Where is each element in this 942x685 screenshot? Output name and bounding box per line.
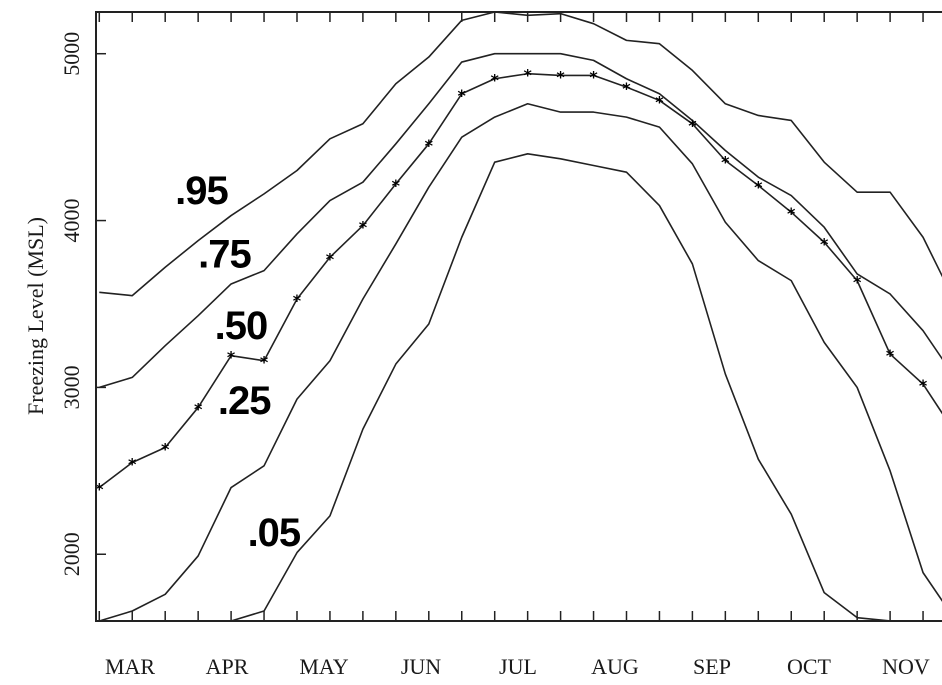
median-marker: * [688,116,697,135]
median-marker: * [589,67,598,86]
median-marker: * [853,273,862,292]
median-marker: * [622,79,631,98]
x-tick-label: NOV [882,654,930,679]
median-marker: * [787,204,796,223]
series-line-1 [99,52,942,389]
median-marker: * [128,454,137,473]
x-tick-label: APR [206,654,249,679]
series-line-4 [99,153,942,622]
median-marker: * [359,218,368,237]
y-tick-label: 2000 [59,532,84,576]
median-marker: * [392,176,401,195]
median-marker: * [293,291,302,310]
percentile-curves [98,11,942,622]
x-tick-label: OCT [787,654,832,679]
series-line-3 [99,102,942,622]
x-tick-label: AUG [591,654,639,679]
median-markers: *************************** [95,66,928,499]
series-line-2 [98,72,942,489]
y-tick-labels: 2000 3000 4000 5000 [59,32,84,577]
median-marker: * [458,86,467,105]
median-marker: * [194,399,203,418]
median-marker: * [886,346,895,365]
plot-frame [95,11,942,622]
median-marker: * [326,249,335,268]
x-tick-label: JUL [499,654,537,679]
axis-ticks [96,12,924,621]
curve-label-0: .95 [175,169,228,213]
y-tick-label: 4000 [59,199,84,243]
median-marker: * [95,480,104,499]
median-marker: * [919,376,928,395]
median-marker: * [260,353,269,372]
median-marker: * [754,178,763,197]
median-marker: * [556,67,565,86]
median-marker: * [655,92,664,111]
median-marker: * [820,234,829,253]
x-tick-label: MAY [299,654,348,679]
x-tick-label: SEP [693,654,731,679]
median-marker: * [161,439,170,458]
curve-label-4: .05 [248,511,301,555]
median-marker: * [721,152,730,171]
x-tick-labels: MAR APR MAY JUN JUL AUG SEP OCT NOV [105,654,930,679]
curve-label-1: .75 [198,232,251,276]
curve-labels: .95 .75 .50 .25 .05 [175,169,302,555]
median-marker: * [227,348,236,367]
median-marker: * [523,66,532,85]
curve-label-3: .25 [218,379,271,423]
y-axis-label: Freezing Level (MSL) [23,217,48,415]
x-tick-label: JUN [401,654,441,679]
median-marker: * [425,136,434,155]
y-tick-label: 5000 [59,32,84,76]
curve-label-2: .50 [215,304,268,348]
median-marker: * [491,71,500,90]
y-tick-label: 3000 [59,365,84,409]
x-tick-label: MAR [105,654,155,679]
